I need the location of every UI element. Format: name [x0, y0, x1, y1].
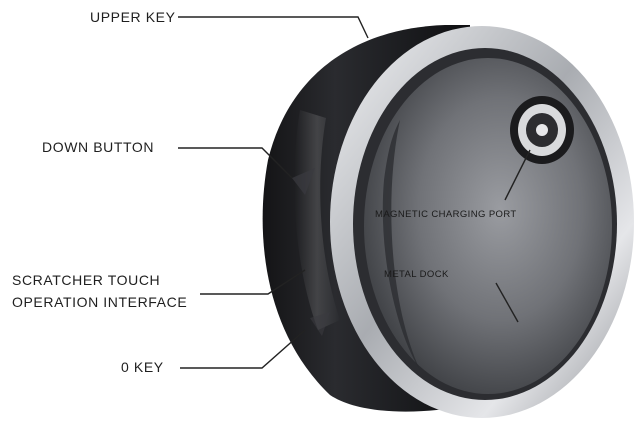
label-metal-dock: METAL DOCK [384, 269, 449, 280]
leader-down-button [178, 147, 293, 179]
ring-inner-shadow [382, 120, 420, 370]
ring-body-sheen [294, 110, 340, 330]
leader-scratcher [200, 269, 306, 295]
label-down-button: DOWN BUTTON [42, 139, 155, 155]
label-scratcher-line2: OPERATION INTERFACE [12, 294, 188, 310]
label-upper-key: UPPER KEY [90, 9, 176, 25]
leader-metal-dock [495, 282, 519, 323]
label-zero-key: 0 KEY [121, 359, 164, 375]
leader-upper-key [178, 16, 369, 39]
label-magnetic-charging-port: MAGNETIC CHARGING PORT [375, 209, 517, 220]
label-scratcher-line1: SCRATCHER TOUCH [12, 272, 161, 288]
leader-zero-key [180, 329, 306, 369]
charging-port-pin [536, 124, 548, 136]
zero-key-marker [310, 312, 330, 336]
ring-inner-metal [364, 58, 612, 394]
leader-charging-port [504, 149, 531, 201]
down-button-marker [292, 168, 315, 195]
